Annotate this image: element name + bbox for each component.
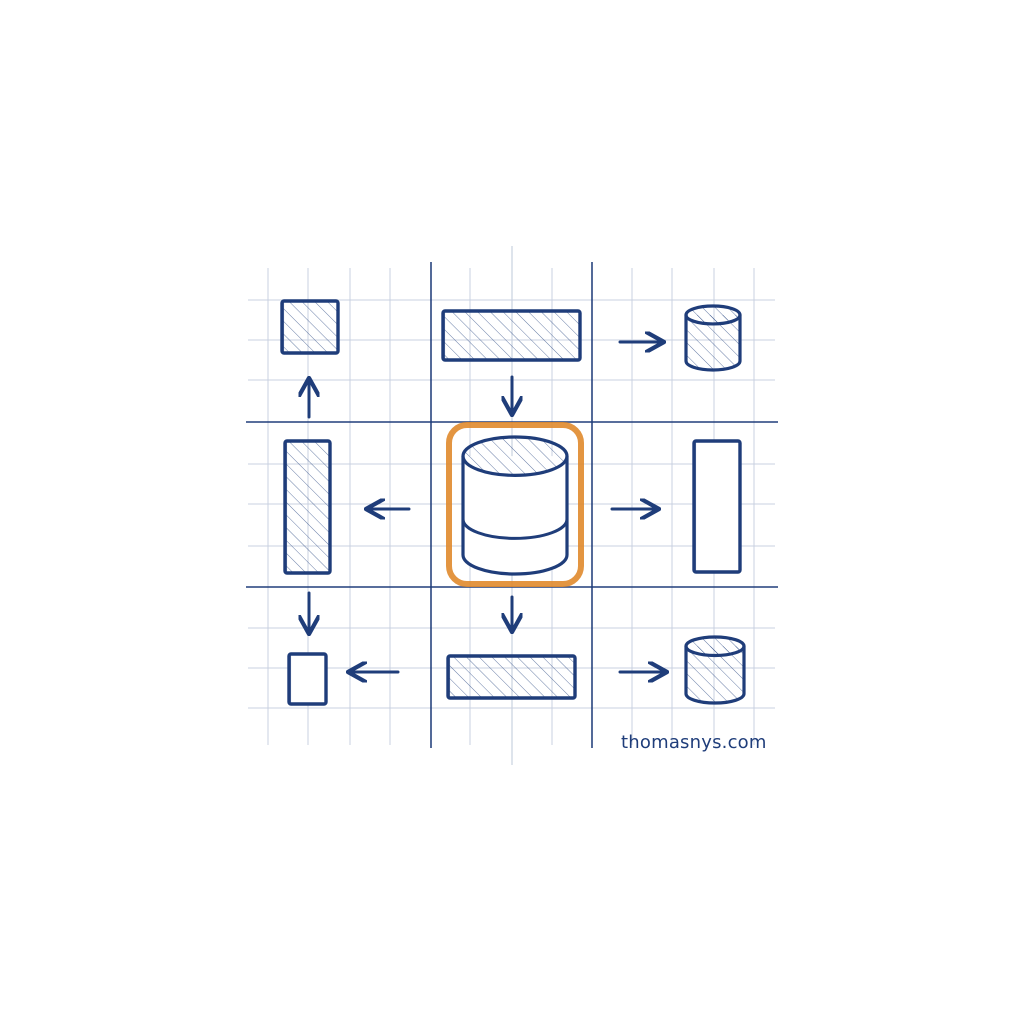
node-center bbox=[446, 422, 584, 587]
cylinder-top bbox=[461, 435, 569, 477]
sketch-stroke bbox=[448, 654, 576, 699]
cylinder-top bbox=[684, 304, 742, 326]
node-top-left bbox=[280, 299, 340, 355]
sketch-stroke bbox=[443, 309, 581, 361]
node-top-center bbox=[441, 309, 582, 362]
square-box bbox=[287, 652, 328, 706]
tall-bar-box bbox=[692, 439, 742, 574]
bar-box bbox=[441, 309, 582, 362]
diagram-nodes bbox=[280, 299, 746, 706]
cylinder-body bbox=[684, 314, 742, 372]
watermark-text: thomasnys.com bbox=[621, 732, 767, 753]
node-middle-right bbox=[692, 439, 742, 574]
node-bottom-center bbox=[446, 654, 577, 700]
cylinder-body bbox=[461, 456, 569, 576]
node-bottom-right bbox=[684, 635, 746, 705]
cylinder-band bbox=[461, 519, 569, 540]
node-bottom-left bbox=[287, 652, 328, 706]
sketch-stroke bbox=[282, 299, 339, 354]
node-middle-left bbox=[283, 439, 332, 575]
highlight-outline bbox=[446, 422, 584, 587]
tall-bar-box bbox=[283, 439, 332, 575]
bar-box bbox=[446, 654, 577, 700]
cylinder-body bbox=[684, 646, 746, 705]
square-box bbox=[280, 299, 340, 355]
cylinder-top bbox=[684, 635, 746, 658]
sketch-stroke bbox=[289, 652, 327, 705]
connector-arrows bbox=[309, 342, 665, 672]
sketch-stroke bbox=[285, 439, 331, 574]
sketch-stroke bbox=[694, 439, 741, 573]
node-top-right bbox=[684, 304, 742, 372]
